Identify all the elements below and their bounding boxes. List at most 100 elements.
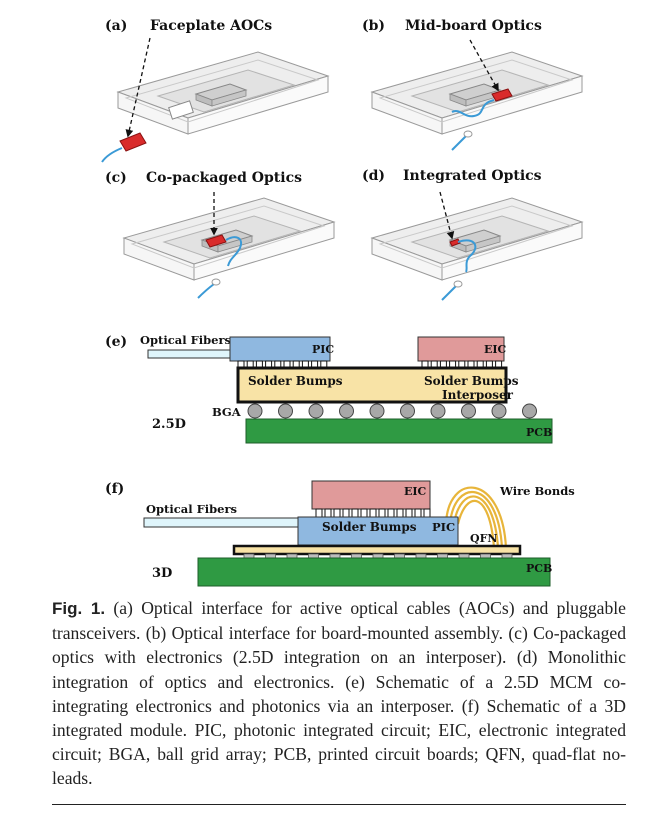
caption-label: Fig. 1.	[52, 599, 106, 618]
solder-bump	[378, 508, 386, 518]
qfn-lead	[308, 553, 319, 559]
solder-bump	[396, 508, 404, 518]
panel-a-fiber	[101, 147, 123, 163]
panel-f-qfn-package	[232, 544, 522, 556]
panel-f-solder-bump-row	[315, 508, 431, 518]
qfn-lead	[437, 553, 448, 559]
panel-c-title: Co-packaged Optics	[146, 170, 302, 186]
bga-ball	[339, 403, 354, 419]
panel-e-pcb	[245, 418, 553, 444]
panel-e-solder-bumps-left-label: Solder Bumps	[248, 374, 343, 388]
solder-bump	[333, 508, 341, 518]
panel-e-eic-label: EIC	[484, 343, 507, 356]
qfn-lead	[458, 553, 470, 559]
panel-f-qfn-label: QFN	[470, 532, 497, 545]
solder-bump	[360, 508, 368, 518]
panel-f-wire-bonds-label: Wire Bonds	[499, 484, 575, 498]
panel-a-title: Faceplate AOCs	[150, 18, 272, 34]
panel-a: (a) Faceplate AOCs	[101, 18, 329, 163]
solder-bump	[405, 508, 413, 518]
panel-c-optical-module	[205, 234, 227, 248]
panel-b: (b) Mid-board Optics	[362, 18, 583, 151]
solder-bump	[324, 508, 332, 518]
solder-bump	[387, 508, 395, 518]
solder-bump	[315, 508, 323, 518]
bga-ball	[278, 403, 293, 419]
solder-bump	[342, 508, 350, 518]
panel-a-faceplate-port	[168, 100, 194, 120]
panel-d-pointer-arrow	[439, 191, 455, 240]
panel-b-tag: (b)	[362, 18, 385, 34]
panel-e-bga-balls	[247, 403, 537, 419]
panel-e-integration-label: 2.5D	[152, 417, 186, 432]
panel-f-optical-fibers-label: Optical Fibers	[146, 502, 237, 516]
panel-d-fiber-lead	[441, 285, 457, 301]
panel-e-optical-fibers-label: Optical Fibers	[140, 333, 231, 347]
panel-f-eic	[311, 480, 431, 510]
bga-ball	[461, 403, 476, 419]
qfn-lead	[243, 553, 255, 559]
panel-c-connector	[211, 278, 221, 286]
panel-f-solder-bumps-label: Solder Bumps	[322, 520, 417, 534]
panel-c-fiber-lead	[197, 283, 215, 299]
panel-f: (f) EIC Wire Bonds Optical Fibers Solder…	[105, 480, 575, 587]
solder-bump	[351, 508, 359, 518]
bga-ball	[369, 403, 385, 419]
panel-e-solder-bumps-right-label: Solder Bumps	[424, 374, 519, 388]
panel-b-fiber-lead	[451, 135, 467, 151]
panel-f-pic	[297, 516, 459, 546]
solder-bump	[423, 508, 431, 518]
bga-ball	[522, 403, 537, 419]
solder-bump	[414, 508, 422, 518]
panel-e-interposer	[236, 366, 508, 404]
bga-ball	[491, 403, 507, 419]
bga-ball	[247, 403, 263, 419]
qfn-lead	[480, 553, 491, 559]
panel-a-tag: (a)	[105, 18, 127, 34]
panel-f-pcb-label: PCB	[526, 562, 552, 575]
bga-ball	[430, 403, 446, 419]
qfn-lead	[501, 553, 513, 559]
panel-a-optical-module	[119, 132, 147, 152]
qfn-lead	[372, 553, 384, 559]
panel-d-enclosure	[371, 197, 583, 281]
bottom-rule	[52, 804, 626, 805]
panel-e-pcb-label: PCB	[526, 426, 552, 439]
bga-ball	[308, 403, 324, 419]
panel-d-fiber	[457, 239, 477, 273]
panel-e-pic-label: PIC	[312, 343, 334, 356]
panel-f-tag: (f)	[105, 481, 124, 497]
panel-d-tag: (d)	[362, 168, 385, 184]
panel-f-eic-label: EIC	[404, 485, 427, 498]
panel-f-optical-fiber	[143, 517, 301, 528]
panel-c-tag: (c)	[105, 170, 127, 186]
panel-c-fiber	[225, 236, 242, 267]
qfn-lead	[415, 553, 427, 559]
panel-e-interposer-label: Interposer	[442, 388, 514, 402]
panel-d-connector	[453, 280, 463, 288]
panel-b-pointer-arrow	[469, 39, 499, 92]
panel-f-pic-label: PIC	[432, 520, 455, 534]
qfn-lead	[329, 553, 341, 559]
panel-a-enclosure	[117, 51, 329, 135]
panel-b-optical-module	[491, 88, 513, 102]
figure-diagram: (a) Faceplate AOCs (b) Mid-board Optics …	[101, 18, 583, 587]
panel-e: (e) Optical Fibers PIC EIC Solder Bumps …	[105, 333, 553, 444]
panel-f-qfn-leads	[243, 553, 513, 559]
panel-c: (c) Co-packaged Optics	[105, 170, 335, 299]
panel-f-pcb	[197, 557, 551, 587]
panel-e-bga-label: BGA	[212, 405, 242, 419]
qfn-lead	[265, 553, 276, 559]
qfn-lead	[351, 553, 362, 559]
panel-f-integration-label: 3D	[152, 566, 172, 581]
panel-d-optical-chip	[449, 238, 461, 247]
bga-ball	[400, 403, 415, 419]
caption-text: (a) Optical interface for active optical…	[52, 598, 626, 789]
figure-caption: Fig. 1. (a) Optical interface for active…	[52, 596, 626, 791]
solder-bump	[369, 508, 377, 518]
qfn-lead	[286, 553, 298, 559]
panel-f-wire-bonds	[444, 486, 508, 549]
panel-a-pointer-arrow	[125, 37, 151, 138]
panel-d-title: Integrated Optics	[403, 168, 542, 184]
panel-b-fiber	[451, 99, 495, 118]
